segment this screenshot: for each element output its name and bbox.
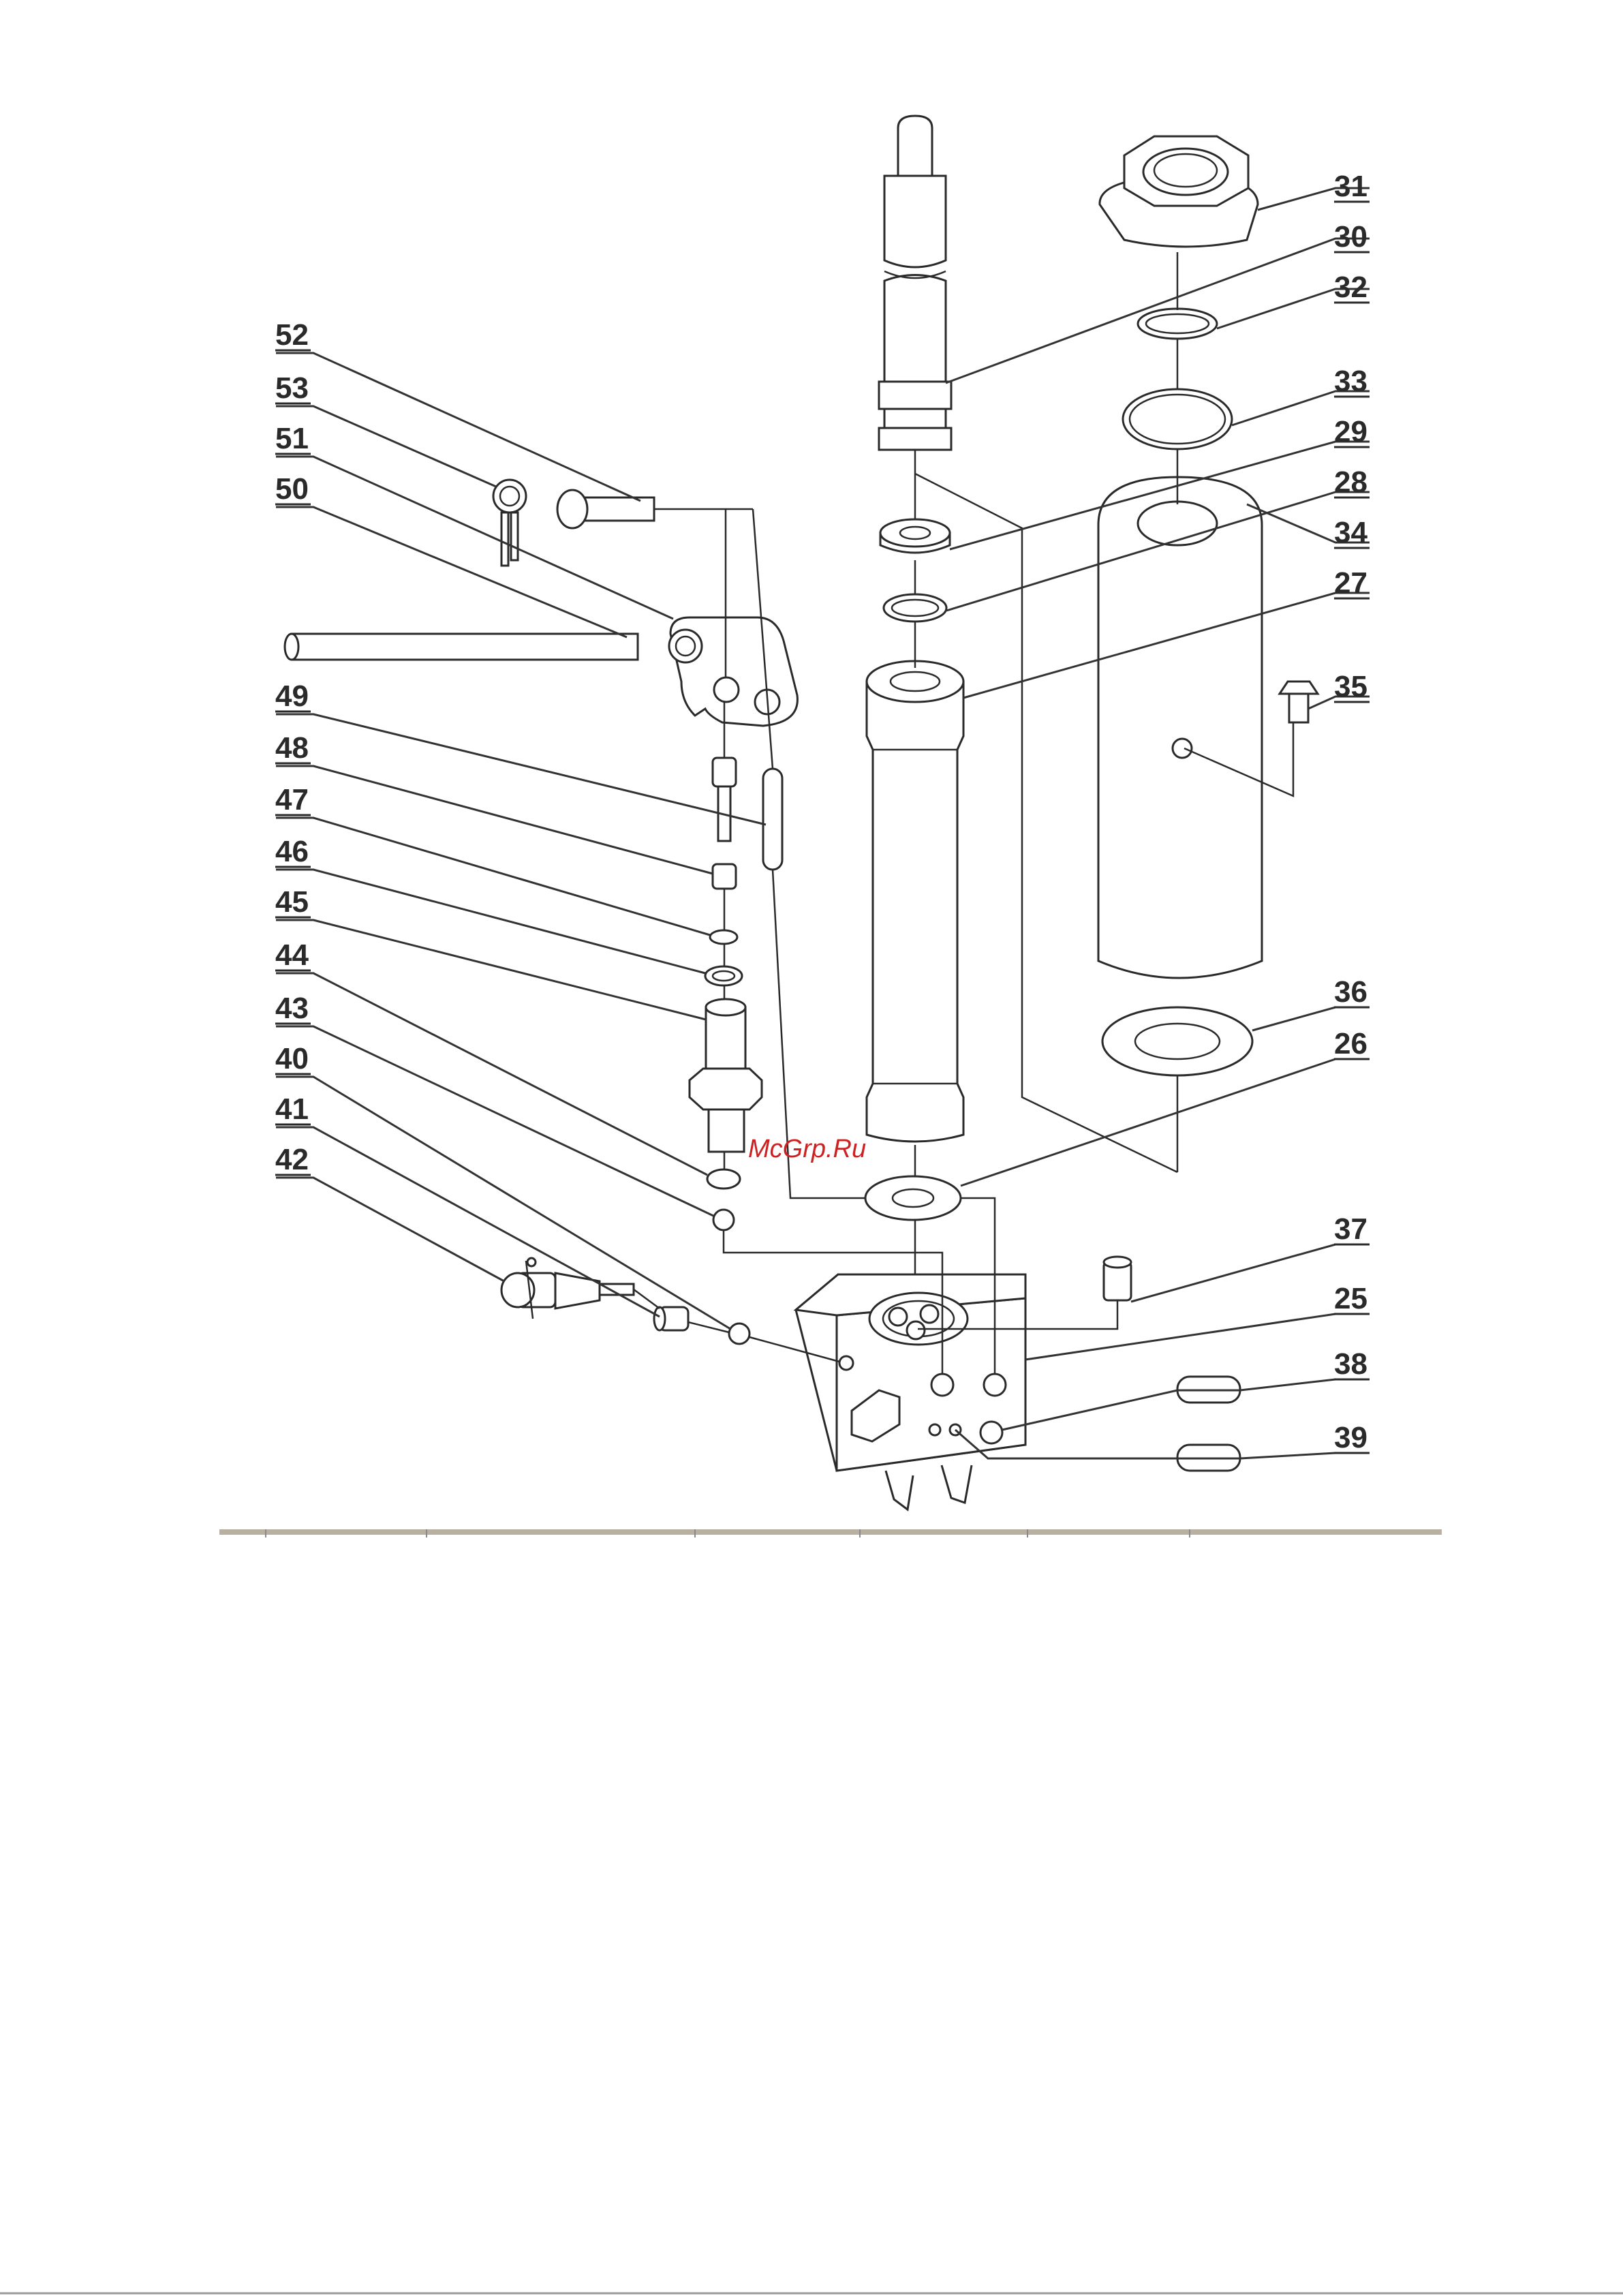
leader-25 [1025,1314,1370,1360]
leader-45 [276,920,706,1020]
ram-30 [879,116,951,450]
callout-33: 33 [1334,365,1367,398]
reservoir-tube-34 [1098,477,1262,978]
seal-ring-36 [1102,1007,1252,1075]
ball-40 [729,1323,749,1344]
callout-44: 44 [275,938,309,972]
link-49 [763,769,782,870]
callout-27: 27 [1334,566,1367,600]
callout-28: 28 [1334,465,1367,499]
oil-plug-35 [1280,682,1318,722]
oring-47 [710,930,737,944]
callout-30: 30 [1334,220,1367,254]
leader-48 [276,766,713,874]
callout-43: 43 [275,992,309,1025]
watermark: McGrp.Ru [748,1135,866,1163]
oring-44 [707,1169,740,1189]
callouts-left: 52 53 51 50 49 48 47 46 45 44 43 40 41 4… [275,318,311,1176]
leader-49 [276,714,766,825]
callout-25: 25 [1334,1282,1367,1315]
callout-41: 41 [275,1092,309,1126]
callout-52: 52 [275,318,309,352]
callout-32: 32 [1334,271,1367,304]
table-rule [219,1529,1442,1537]
pump-plunger-48 [713,758,736,889]
callout-46: 46 [275,835,309,868]
ball-43 [713,1210,734,1230]
seal-ring-32 [1138,309,1217,339]
callout-42: 42 [275,1143,309,1176]
handle-bar-50 [285,634,638,660]
callout-45: 45 [275,885,309,919]
callout-35: 35 [1334,670,1367,703]
callout-39: 39 [1334,1421,1367,1454]
pump-body-45 [690,999,762,1152]
piston-29 [880,519,950,553]
cylinder-27 [867,661,963,1142]
callout-49: 49 [275,679,309,713]
valve-37 [1104,1257,1131,1300]
leader-53 [276,406,496,487]
leader-51 [276,457,673,619]
callout-26: 26 [1334,1027,1367,1060]
callout-40: 40 [275,1042,309,1075]
callout-34: 34 [1334,516,1367,549]
callout-51: 51 [275,422,309,455]
leader-42 [276,1178,504,1281]
leader-52 [276,353,640,501]
oring-33 [1123,389,1232,449]
callout-29: 29 [1334,415,1367,448]
callout-37: 37 [1334,1212,1367,1246]
pump-lever-51 [669,617,797,726]
callouts-right: 31 30 32 33 29 28 34 27 35 36 26 37 25 3… [1334,170,1370,1454]
callout-36: 36 [1334,975,1367,1009]
callout-47: 47 [275,783,309,816]
pin-52 [557,490,654,528]
callout-53: 53 [275,371,309,405]
callout-50: 50 [275,472,309,506]
callout-38: 38 [1334,1347,1367,1381]
leader-46 [276,870,705,973]
oring-28 [884,594,946,622]
base-25 [796,1274,1025,1510]
callout-48: 48 [275,731,309,765]
callout-31: 31 [1334,170,1367,203]
seal-26 [865,1176,961,1220]
pin-53 [493,480,526,566]
top-nut-31 [1100,136,1258,247]
seal-46 [705,966,742,985]
spring-41 [654,1307,688,1330]
